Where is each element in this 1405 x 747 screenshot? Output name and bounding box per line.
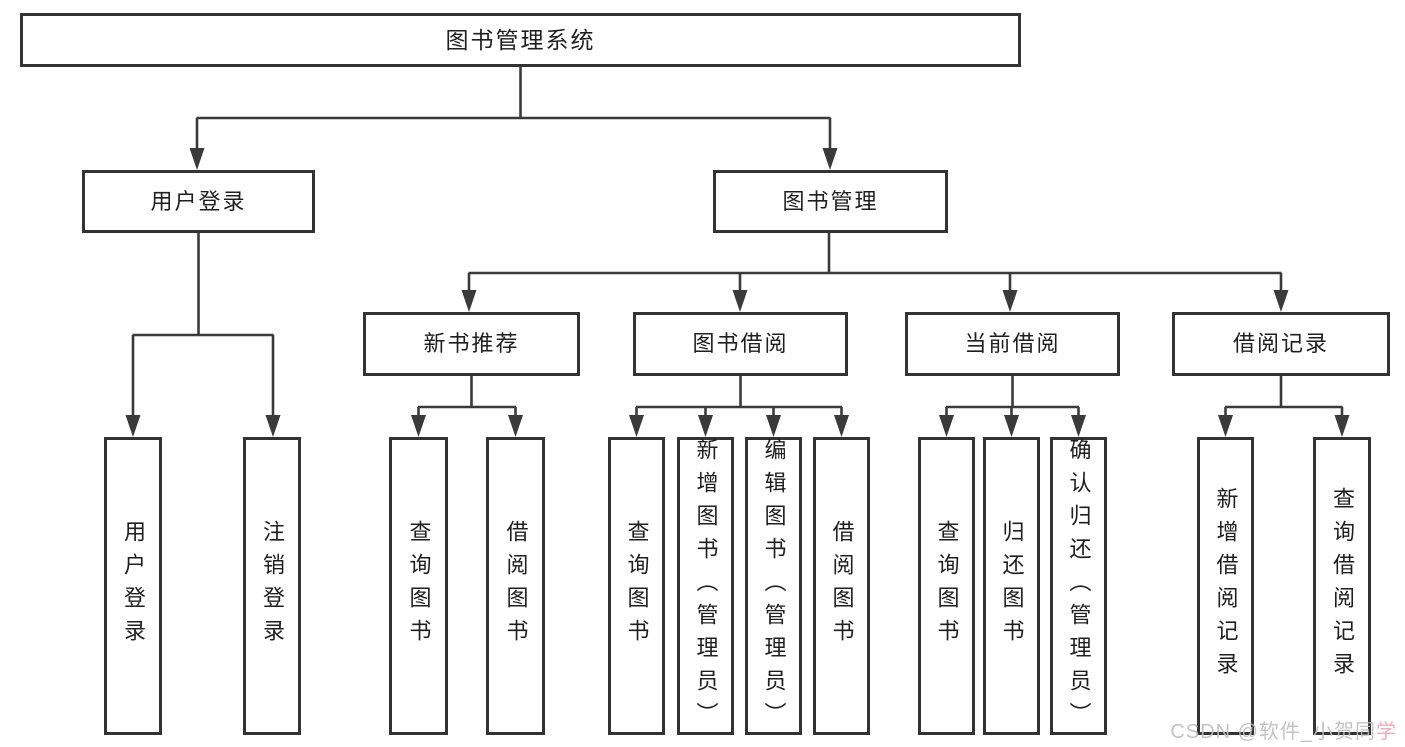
node-label: 新增借阅记录 <box>1213 487 1239 685</box>
leaf-add-book-admin: 新增图书（管理员） <box>677 437 734 735</box>
node-label: 用户登录 <box>150 188 247 214</box>
node-current-borrowing: 当前借阅 <box>905 312 1120 376</box>
leaf-user-login: 用户登录 <box>104 437 162 735</box>
watermark-highlight: 学 <box>1376 721 1397 743</box>
node-label: 借阅图书 <box>503 520 529 652</box>
leaf-query-book-current: 查询图书 <box>918 437 975 735</box>
connector-bookmgmt-to-level2 <box>467 233 1283 296</box>
connector-newbookrec-to-leaves <box>417 376 517 421</box>
node-label: 新书推荐 <box>423 331 520 356</box>
leaf-query-book-recommend: 查询图书 <box>389 437 448 735</box>
node-label: 图书管理 <box>782 188 879 214</box>
node-label: 编辑图书（管理员） <box>761 437 787 735</box>
node-label: 图书管理系统 <box>445 26 596 53</box>
node-label: 用户登录 <box>121 520 146 652</box>
node-book-management: 图书管理 <box>713 170 948 233</box>
node-book-borrowing: 图书借阅 <box>633 312 848 376</box>
node-user-login: 用户登录 <box>82 170 315 233</box>
node-label: 归还图书 <box>999 520 1025 652</box>
node-label: 当前借阅 <box>964 331 1061 356</box>
leaf-confirm-return-admin: 确认归还（管理员） <box>1050 437 1107 735</box>
connector-borrowrecords-to-leaves <box>1224 376 1344 421</box>
leaf-edit-book-admin: 编辑图书（管理员） <box>745 437 802 735</box>
node-library-management-system: 图书管理系统 <box>20 13 1021 67</box>
node-label: 图书借阅 <box>692 331 789 356</box>
connector-root-to-level1 <box>195 67 832 152</box>
watermark: CSDN @软件_小贺同学 <box>1170 715 1397 744</box>
leaf-return-book: 归还图书 <box>983 437 1040 735</box>
connector-userlogin-to-leaves <box>131 233 275 421</box>
leaf-query-borrow-record: 查询借阅记录 <box>1313 437 1371 735</box>
arrowheads <box>125 148 1350 437</box>
node-label: 查询图书 <box>624 520 650 652</box>
leaf-add-borrow-record: 新增借阅记录 <box>1197 437 1254 735</box>
node-label: 查询图书 <box>934 520 960 652</box>
connector-bookborrow-to-leaves <box>635 376 843 421</box>
leaf-query-book-borrow: 查询图书 <box>608 437 665 735</box>
leaf-borrow-book-recommend: 借阅图书 <box>486 437 545 735</box>
node-label: 查询图书 <box>406 520 432 652</box>
node-label: 新增图书（管理员） <box>693 437 719 735</box>
node-label: 确认归还（管理员） <box>1066 437 1092 735</box>
node-label: 借阅图书 <box>829 520 855 652</box>
node-label: 注销登录 <box>260 520 285 652</box>
node-new-book-recommend: 新书推荐 <box>363 312 580 376</box>
leaf-logout: 注销登录 <box>243 437 301 735</box>
connector-currentborrow-to-leaves <box>945 376 1080 421</box>
node-borrowing-records: 借阅记录 <box>1172 312 1390 376</box>
watermark-text: CSDN @软件_小贺同 <box>1170 721 1376 743</box>
node-label: 查询借阅记录 <box>1330 487 1355 685</box>
leaf-borrow-book: 借阅图书 <box>813 437 870 735</box>
node-label: 借阅记录 <box>1232 331 1329 356</box>
